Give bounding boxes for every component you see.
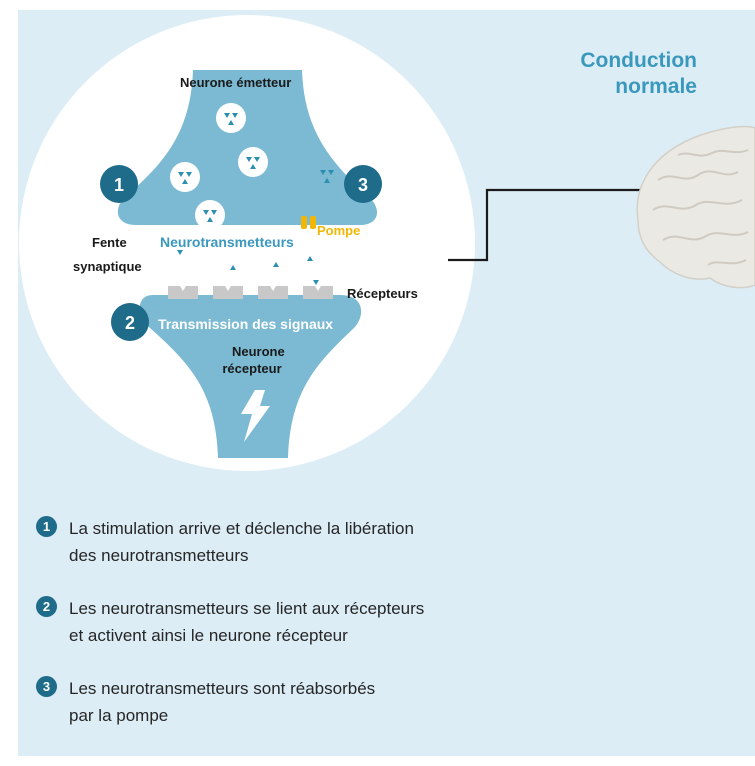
synapse-diagram: 1 3 2 — [19, 15, 755, 471]
vesicle-icon — [216, 103, 246, 133]
svg-text:1: 1 — [114, 175, 124, 195]
step-number-badge: 2 — [36, 596, 57, 617]
step-text-line2: et activent ainsi le neurone récepteur — [69, 626, 348, 645]
diagram-title: Conduction normale — [580, 49, 697, 98]
marker-2: 2 — [111, 303, 149, 341]
list-item: 2 Les neurotransmetteurs se lient aux ré… — [36, 595, 536, 649]
cleft-label-line2: synaptique — [73, 259, 142, 274]
step-text-line1: La stimulation arrive et déclenche la li… — [69, 519, 414, 538]
neurotransmitters-label: Neurotransmetteurs — [160, 234, 294, 250]
reuptake-transmitters — [320, 170, 334, 183]
cleft-transmitters — [177, 250, 319, 285]
step-text-line2: par la pompe — [69, 706, 169, 725]
zoom-circle — [19, 15, 475, 471]
receptors — [168, 286, 333, 299]
svg-text:3: 3 — [358, 175, 368, 195]
receiver-neuron — [139, 295, 362, 458]
pump-label: Pompe — [317, 223, 361, 238]
step-text-line1: Les neurotransmetteurs se lient aux réce… — [69, 599, 425, 618]
receiver-label-line2: récepteur — [222, 361, 282, 376]
list-item: 1 La stimulation arrive et déclenche la … — [36, 515, 536, 569]
transmission-label: Transmission des signaux — [158, 316, 334, 332]
pump-icon — [301, 216, 316, 229]
diagram-panel: Conduction normale — [18, 10, 755, 756]
step-number-badge: 3 — [36, 676, 57, 697]
steps-list: 1 La stimulation arrive et déclenche la … — [36, 515, 536, 755]
vesicle-icon — [238, 147, 268, 177]
connector-line — [448, 188, 643, 262]
marker-1: 1 — [100, 165, 138, 203]
cleft-label-line1: Fente — [92, 235, 127, 250]
marker-3: 3 — [344, 165, 382, 203]
step-text-line1: Les neurotransmetteurs sont réabsorbés — [69, 679, 376, 698]
lightning-icon — [241, 390, 270, 442]
vesicle-icon — [170, 162, 200, 192]
list-item: 3 Les neurotransmetteurs sont réabsorbés… — [36, 675, 536, 729]
receptors-label: Récepteurs — [347, 286, 418, 301]
step-number-badge: 1 — [36, 516, 57, 537]
vesicle-icon — [195, 200, 225, 230]
emitter-label: Neurone émetteur — [180, 75, 292, 90]
brain-illustration — [636, 125, 755, 289]
receiver-label-line1: Neurone — [232, 344, 285, 359]
svg-text:2: 2 — [125, 313, 135, 333]
step-text-line2: des neurotransmetteurs — [69, 546, 249, 565]
